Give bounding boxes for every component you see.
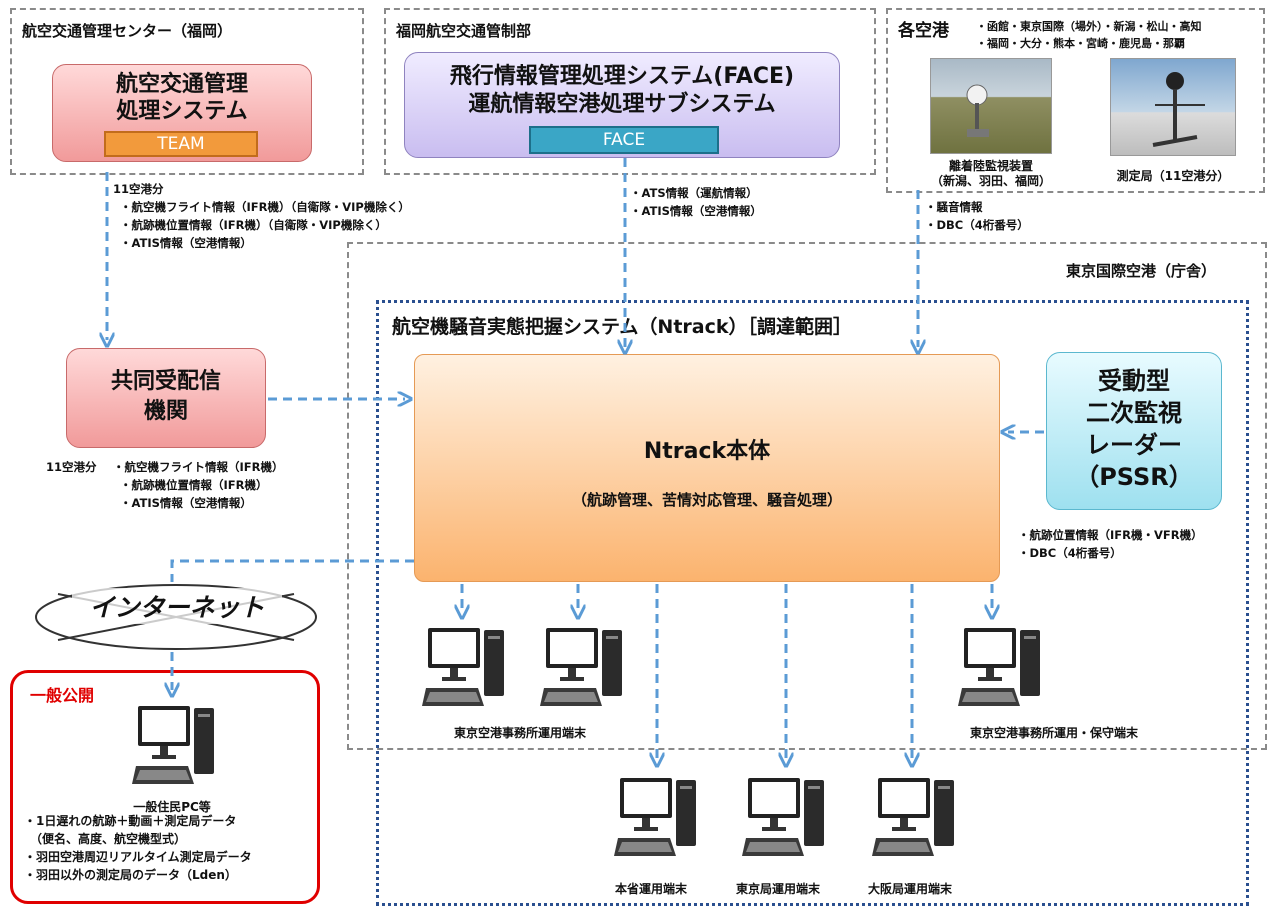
ntrack-title: Ntrack本体 bbox=[643, 439, 771, 464]
public-frame bbox=[10, 670, 320, 904]
public-title: 一般公開 bbox=[30, 686, 95, 705]
fukuoka-control-title: 福岡航空交通管制部 bbox=[396, 22, 532, 40]
fukuoka-center-frame bbox=[10, 8, 364, 175]
public-line-2: ・羽田空港周辺リアルタイム測定局データ bbox=[24, 850, 252, 864]
landing-monitor-device-icon bbox=[966, 84, 989, 137]
face-system-label-1: 飛行情報管理処理システム(FACE) bbox=[449, 64, 795, 89]
team-flow-line-0: 11空港分 bbox=[113, 182, 164, 196]
pc-icon bbox=[540, 628, 622, 706]
honsho-terminal-label: 本省運用端末 bbox=[614, 882, 687, 896]
joint-flow-line-0: ・航空機フライト情報（IFR機） bbox=[113, 460, 284, 474]
pc-icon bbox=[958, 628, 1040, 706]
face-flow-line-0: ・ATS情報（運航情報） bbox=[630, 186, 758, 200]
pssr-box: 受動型 二次監視 レーダー （PSSR） bbox=[1046, 352, 1222, 510]
airport-flow-line-0: ・騒音情報 bbox=[925, 200, 983, 214]
joint-flow-line-1: ・航跡機位置情報（IFR機） bbox=[120, 478, 268, 492]
airports-list-line1: ・函館・東京国際（場外）・新潟・松山・高知 bbox=[976, 20, 1202, 33]
tokyo-office-terminal-label: 東京空港事務所運用端末 bbox=[453, 726, 586, 740]
internet-label: インターネット bbox=[72, 588, 282, 624]
face-system-label-2: 運航情報空港処理サブシステム bbox=[468, 92, 776, 117]
joint-flow-prefix: 11空港分 bbox=[46, 460, 97, 474]
public-line-3: ・羽田以外の測定局のデータ（Lden） bbox=[24, 868, 237, 882]
public-pc-label: 一般住民PC等 bbox=[133, 800, 211, 814]
tokyo-office-maint-terminal-label: 東京空港事務所運用・保守端末 bbox=[969, 726, 1138, 740]
joint-distribution-box: 共同受配信 機関 bbox=[66, 348, 266, 448]
team-system-label-2: 処理システム bbox=[116, 99, 248, 124]
pc-icon bbox=[742, 778, 824, 856]
team-system-label-1: 航空交通管理 bbox=[115, 72, 248, 97]
pc-icon bbox=[132, 706, 214, 784]
pssr-label-1: 受動型 bbox=[1098, 367, 1170, 395]
public-line-1: （便名、高度、航空機型式） bbox=[30, 832, 187, 846]
procurement-frame bbox=[376, 300, 1249, 906]
airports-title: 各空港 bbox=[898, 21, 949, 41]
pc-icon bbox=[422, 628, 504, 706]
landing-monitor-photo bbox=[930, 58, 1052, 154]
pc-icon bbox=[614, 778, 696, 856]
measurement-station-caption: 測定局（11空港分） bbox=[1116, 169, 1230, 183]
measurement-station-photo bbox=[1110, 58, 1236, 156]
face-tag: FACE bbox=[529, 126, 719, 154]
measurement-station-icon bbox=[1152, 72, 1205, 147]
team-flow-line-2: ・航跡機位置情報（IFR機）（自衛隊・VIP機除く） bbox=[120, 218, 387, 232]
fukuoka-center-title: 航空交通管理センター（福岡） bbox=[22, 22, 233, 40]
airports-frame bbox=[886, 8, 1265, 193]
procurement-title: 航空機騒音実態把握システム（Ntrack）［調達範囲］ bbox=[392, 316, 853, 338]
ntrack-main-box: Ntrack本体 （航跡管理、苦情対応管理、騒音処理） bbox=[414, 354, 1000, 582]
pssr-label-3: レーダー bbox=[1086, 431, 1182, 459]
joint-label-2: 機関 bbox=[143, 399, 188, 424]
tokyo-airport-title: 東京国際空港（庁舎） bbox=[1066, 262, 1217, 280]
team-flow-line-1: ・航空機フライト情報（IFR機）（自衛隊・VIP機除く） bbox=[120, 200, 410, 214]
airport-flow-line-1: ・DBC（4桁番号） bbox=[925, 218, 1029, 232]
tokyo-bureau-terminal-label: 東京局運用端末 bbox=[735, 882, 820, 896]
fukuoka-control-frame bbox=[384, 8, 876, 175]
joint-label-1: 共同受配信 bbox=[110, 369, 221, 394]
landing-monitor-caption-2: （新潟、羽田、福岡） bbox=[930, 174, 1051, 188]
pssr-label-4: （PSSR） bbox=[1075, 463, 1193, 491]
pssr-flow-line-0: ・航跡位置情報（IFR機・VFR機） bbox=[1018, 528, 1203, 542]
osaka-bureau-terminal-label: 大阪局運用端末 bbox=[867, 882, 952, 896]
landing-monitor-caption-1: 離着陸監視装置 bbox=[948, 159, 1033, 173]
joint-flow-line-2: ・ATIS情報（空港情報） bbox=[120, 496, 252, 510]
pssr-flow-line-1: ・DBC（4桁番号） bbox=[1018, 546, 1122, 560]
tokyo-airport-frame bbox=[347, 242, 1267, 750]
face-flow-line-1: ・ATIS情報（空港情報） bbox=[630, 204, 762, 218]
airports-list-line2: ・福岡・大分・熊本・宮崎・鹿児島・那覇 bbox=[976, 37, 1185, 50]
team-flow-line-3: ・ATIS情報（空港情報） bbox=[120, 236, 252, 250]
pc-icon bbox=[872, 778, 954, 856]
team-tag: TEAM bbox=[104, 131, 258, 157]
ntrack-subtitle: （航跡管理、苦情対応管理、騒音処理） bbox=[571, 491, 842, 509]
public-line-0: ・1日遅れの航跡＋動画＋測定局データ bbox=[24, 814, 237, 828]
pssr-label-2: 二次監視 bbox=[1086, 399, 1182, 427]
